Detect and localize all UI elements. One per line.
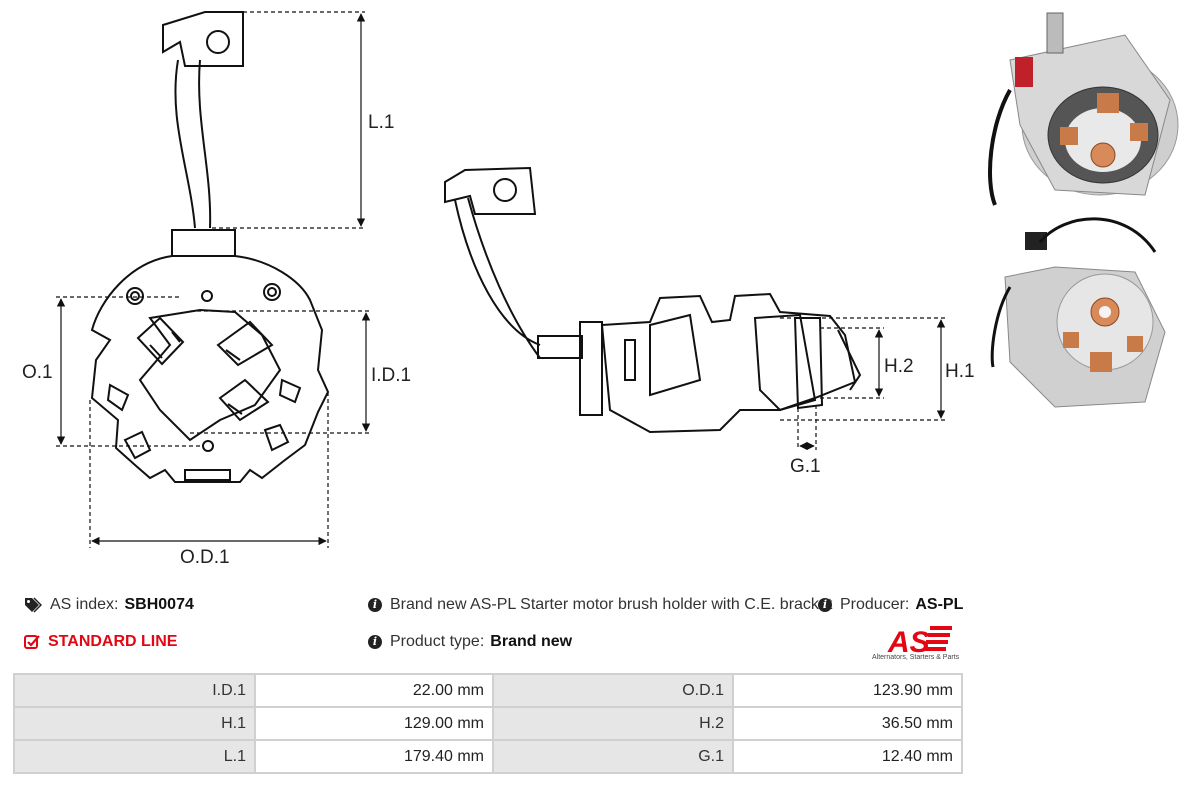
brush-1 bbox=[136, 316, 185, 366]
tags-icon bbox=[25, 597, 42, 613]
label-o1: O.1 bbox=[22, 362, 53, 383]
producer-label: Producer: bbox=[840, 596, 910, 613]
brush-2 bbox=[216, 320, 274, 367]
product-type-line: i Product type: Brand new bbox=[368, 633, 572, 651]
brush-plate-outline bbox=[90, 255, 330, 483]
producer-line: i Producer: AS-PL bbox=[818, 596, 963, 614]
side-brush-a bbox=[649, 313, 702, 397]
product-description: Brand new AS-PL Starter motor brush hold… bbox=[390, 596, 833, 613]
producer-value: AS-PL bbox=[915, 596, 964, 613]
label-h1: H.1 bbox=[945, 361, 975, 382]
table-row: L.1 179.40 mm G.1 12.40 mm bbox=[13, 739, 963, 774]
specs-table: I.D.1 22.00 mm O.D.1 123.90 mm H.1 129.0… bbox=[13, 673, 963, 774]
spec-key: H.2 bbox=[492, 706, 734, 741]
checkbox-icon bbox=[24, 635, 40, 649]
terminal-lug bbox=[162, 11, 244, 67]
product-photo-bottom bbox=[990, 217, 1166, 408]
label-id1: I.D.1 bbox=[371, 365, 411, 386]
side-cable bbox=[454, 197, 541, 359]
spec-key: O.D.1 bbox=[492, 673, 734, 708]
label-l1: L.1 bbox=[368, 112, 394, 133]
label-od1: O.D.1 bbox=[180, 547, 230, 568]
table-row: H.1 129.00 mm H.2 36.50 mm bbox=[13, 706, 963, 741]
cable bbox=[174, 59, 212, 229]
spec-key: L.1 bbox=[13, 739, 256, 774]
side-brush-b bbox=[753, 313, 817, 412]
product-type-label: Product type: bbox=[390, 633, 485, 650]
logo-tagline: Alternators, Starters & Parts bbox=[872, 654, 960, 661]
as-pl-logo: AS bbox=[887, 626, 952, 659]
brush-3 bbox=[218, 378, 270, 422]
spec-key: H.1 bbox=[13, 706, 256, 741]
spec-value: 123.90 mm bbox=[732, 673, 963, 708]
product-photo-top bbox=[988, 12, 1179, 206]
spec-key: I.D.1 bbox=[13, 673, 256, 708]
logo-text: AS bbox=[887, 626, 930, 659]
description-line: i Brand new AS-PL Starter motor brush ho… bbox=[368, 596, 838, 614]
side-body bbox=[600, 292, 857, 434]
as-index-line: AS index: SBH0074 bbox=[24, 596, 194, 614]
label-h2: H.2 bbox=[884, 356, 914, 377]
spec-value: 129.00 mm bbox=[254, 706, 494, 741]
spec-value: 12.40 mm bbox=[732, 739, 963, 774]
standard-line: STANDARD LINE bbox=[24, 633, 177, 651]
table-row: I.D.1 22.00 mm O.D.1 123.90 mm bbox=[13, 673, 963, 708]
spec-key: G.1 bbox=[492, 739, 734, 774]
spec-value: 36.50 mm bbox=[732, 706, 963, 741]
technical-drawing: L.1 O.1 I.D.1 O.D.1 H.2 H.1 G.1 bbox=[22, 11, 975, 568]
spec-value: 179.40 mm bbox=[254, 739, 494, 774]
as-index-value: SBH0074 bbox=[124, 596, 194, 613]
standard-line-label: STANDARD LINE bbox=[48, 633, 178, 650]
info-circle-icon: i bbox=[818, 598, 832, 612]
side-terminal-lug bbox=[444, 166, 537, 215]
label-g1: G.1 bbox=[790, 456, 821, 477]
product-type-value: Brand new bbox=[490, 633, 573, 650]
info-circle-icon: i bbox=[368, 598, 382, 612]
spec-value: 22.00 mm bbox=[254, 673, 494, 708]
info-circle-icon: i bbox=[368, 635, 382, 649]
as-index-label: AS index: bbox=[50, 596, 119, 613]
